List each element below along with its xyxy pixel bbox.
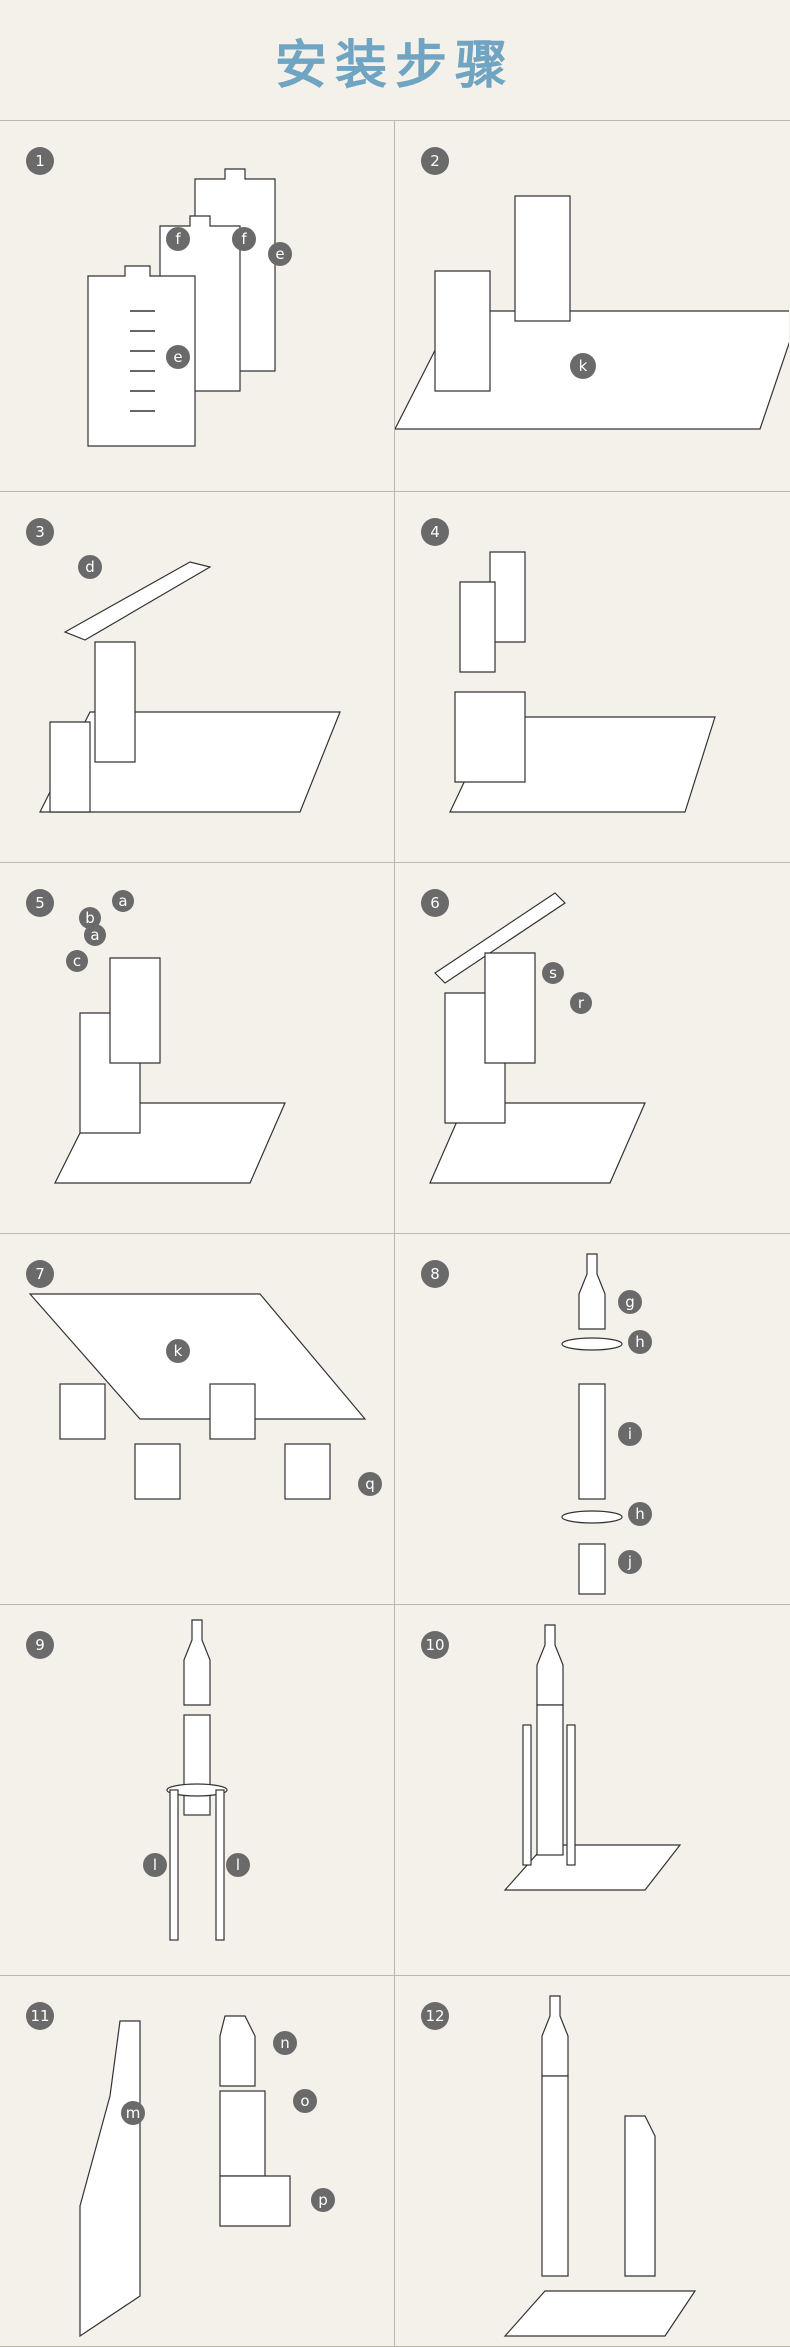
step-2-number: 2 (421, 147, 449, 175)
step-10-illustration (503, 1624, 682, 1891)
steps-grid: 1 f f e e (0, 120, 790, 2347)
svg-text:p: p (318, 2191, 328, 2209)
label-p: p (311, 2188, 335, 2212)
step-11-number: 11 (26, 2002, 54, 2030)
svg-text:b: b (85, 909, 95, 927)
step-5-illustration: a b a c (54, 890, 286, 1184)
step-12-illustration (503, 1995, 697, 2337)
step-9-illustration: l l (143, 1619, 250, 1941)
label-l-1: l (143, 1853, 167, 1877)
step-3-number: 3 (26, 518, 54, 546)
label-q: q (358, 1472, 382, 1496)
step-1-panel: 1 f f e e (0, 121, 395, 492)
label-f-1: f (166, 227, 190, 251)
step-1-number: 1 (26, 147, 54, 175)
svg-text:l: l (153, 1856, 157, 1874)
label-f-2: f (232, 227, 256, 251)
svg-text:e: e (275, 245, 284, 263)
step-11-panel: 11 n m o p (0, 1976, 395, 2347)
label-a-1: a (112, 890, 134, 912)
label-h-2: h (628, 1502, 652, 1526)
step-8-illustration: g h i h j (561, 1253, 652, 1595)
step-5-panel: 5 a b a c (0, 863, 395, 1234)
svg-text:i: i (628, 1425, 632, 1443)
label-i: i (618, 1422, 642, 1446)
svg-text:a: a (118, 892, 127, 910)
step-3-illustration: d (39, 555, 341, 813)
step-9-panel: 9 l l (0, 1605, 395, 1976)
label-k: k (570, 353, 596, 379)
svg-text:e: e (173, 348, 182, 366)
svg-text:f: f (175, 230, 181, 248)
step-7-illustration: k q (28, 1293, 382, 1500)
step-3-panel: 3 d (0, 492, 395, 863)
svg-text:f: f (241, 230, 247, 248)
svg-text:q: q (365, 1475, 375, 1493)
step-6-number: 6 (421, 889, 449, 917)
svg-text:s: s (549, 964, 557, 982)
svg-text:r: r (578, 994, 585, 1012)
svg-text:m: m (126, 2104, 141, 2122)
step-11-illustration: n m o p (79, 2015, 335, 2338)
svg-text:k: k (174, 1342, 183, 1360)
svg-text:l: l (236, 1856, 240, 1874)
label-n: n (273, 2031, 297, 2055)
step-2-panel: 2 k (395, 121, 790, 492)
svg-text:o: o (300, 2092, 309, 2110)
label-g: g (618, 1290, 642, 1314)
svg-text:d: d (85, 558, 95, 576)
label-s: s (542, 962, 564, 984)
label-e-1: e (268, 242, 292, 266)
step-2-illustration: k (395, 195, 789, 430)
label-b: b (79, 907, 101, 929)
label-j: j (618, 1550, 642, 1574)
label-m: m (121, 2101, 145, 2125)
svg-text:g: g (625, 1293, 635, 1311)
step-7-number: 7 (26, 1260, 54, 1288)
label-e-2: e (166, 345, 190, 369)
step-10-panel: 10 (395, 1605, 790, 1976)
step-9-number: 9 (26, 1631, 54, 1659)
step-4-illustration (449, 551, 716, 813)
step-12-number: 12 (421, 2002, 449, 2030)
step-6-illustration: s r (429, 892, 646, 1184)
step-8-number: 8 (421, 1260, 449, 1288)
page-title: 安装步骤 (274, 35, 515, 96)
label-a-2: a (84, 924, 106, 946)
step-12-panel: 12 (395, 1976, 790, 2347)
svg-text:h: h (635, 1333, 645, 1351)
step-10-number: 10 (421, 1631, 449, 1659)
step-1-illustration: f f e e (87, 168, 292, 447)
label-l-2: l (226, 1853, 250, 1877)
step-6-panel: 6 s r (395, 863, 790, 1234)
step-4-number: 4 (421, 518, 449, 546)
step-5-number: 5 (26, 889, 54, 917)
step-4-panel: 4 (395, 492, 790, 863)
step-7-panel: 7 k q (0, 1234, 395, 1605)
svg-text:k: k (579, 357, 588, 375)
label-o: o (293, 2089, 317, 2113)
svg-text:h: h (635, 1505, 645, 1523)
label-c: c (66, 950, 88, 972)
svg-text:n: n (280, 2034, 290, 2052)
label-h-1: h (628, 1330, 652, 1354)
step-8-panel: 8 g h i h j (395, 1234, 790, 1605)
svg-text:a: a (90, 926, 99, 944)
svg-text:j: j (627, 1553, 632, 1571)
label-k: k (166, 1339, 190, 1363)
label-d: d (78, 555, 102, 579)
svg-text:c: c (73, 952, 81, 970)
label-r: r (570, 992, 592, 1014)
